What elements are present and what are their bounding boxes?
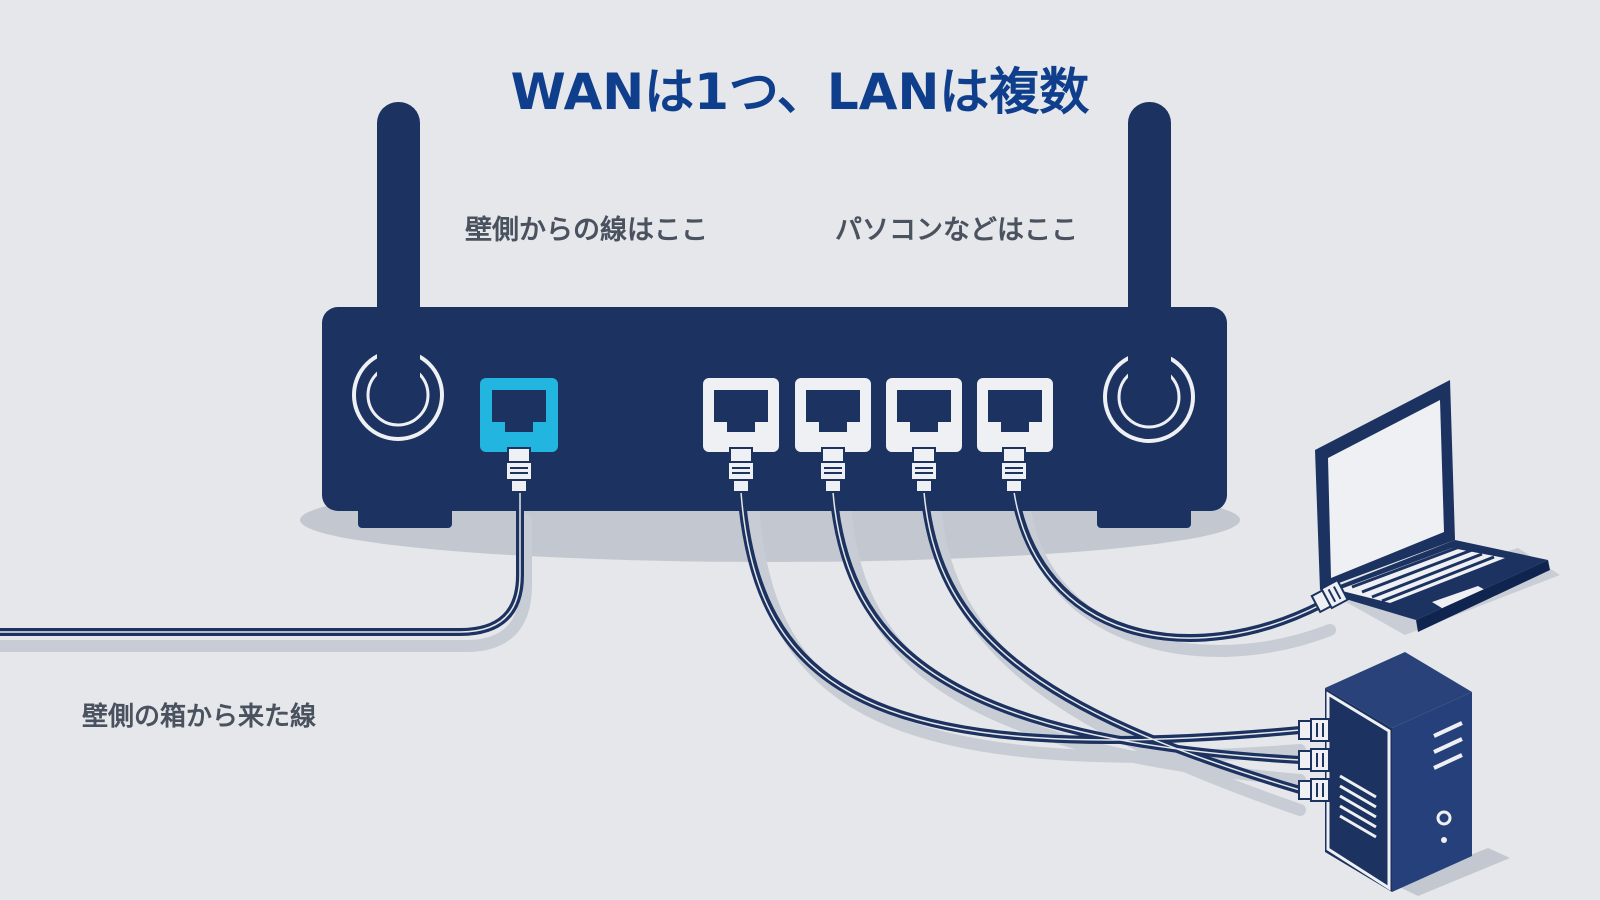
lan-ports-label: パソコンなどはここ	[835, 215, 1078, 246]
wall-cable-label: 壁側の箱から来た線	[82, 702, 317, 732]
wan-port-label: 壁側からの線はここ	[465, 215, 708, 246]
antenna-icon	[352, 102, 1195, 443]
page-title: WANは1つ、LANは複数	[510, 63, 1090, 121]
cables-inner	[0, 491, 1323, 791]
desktop-plugs	[1298, 718, 1330, 802]
wan-port	[480, 378, 558, 452]
laptop-icon	[1315, 380, 1560, 635]
desktop-tower-icon	[1325, 652, 1510, 896]
